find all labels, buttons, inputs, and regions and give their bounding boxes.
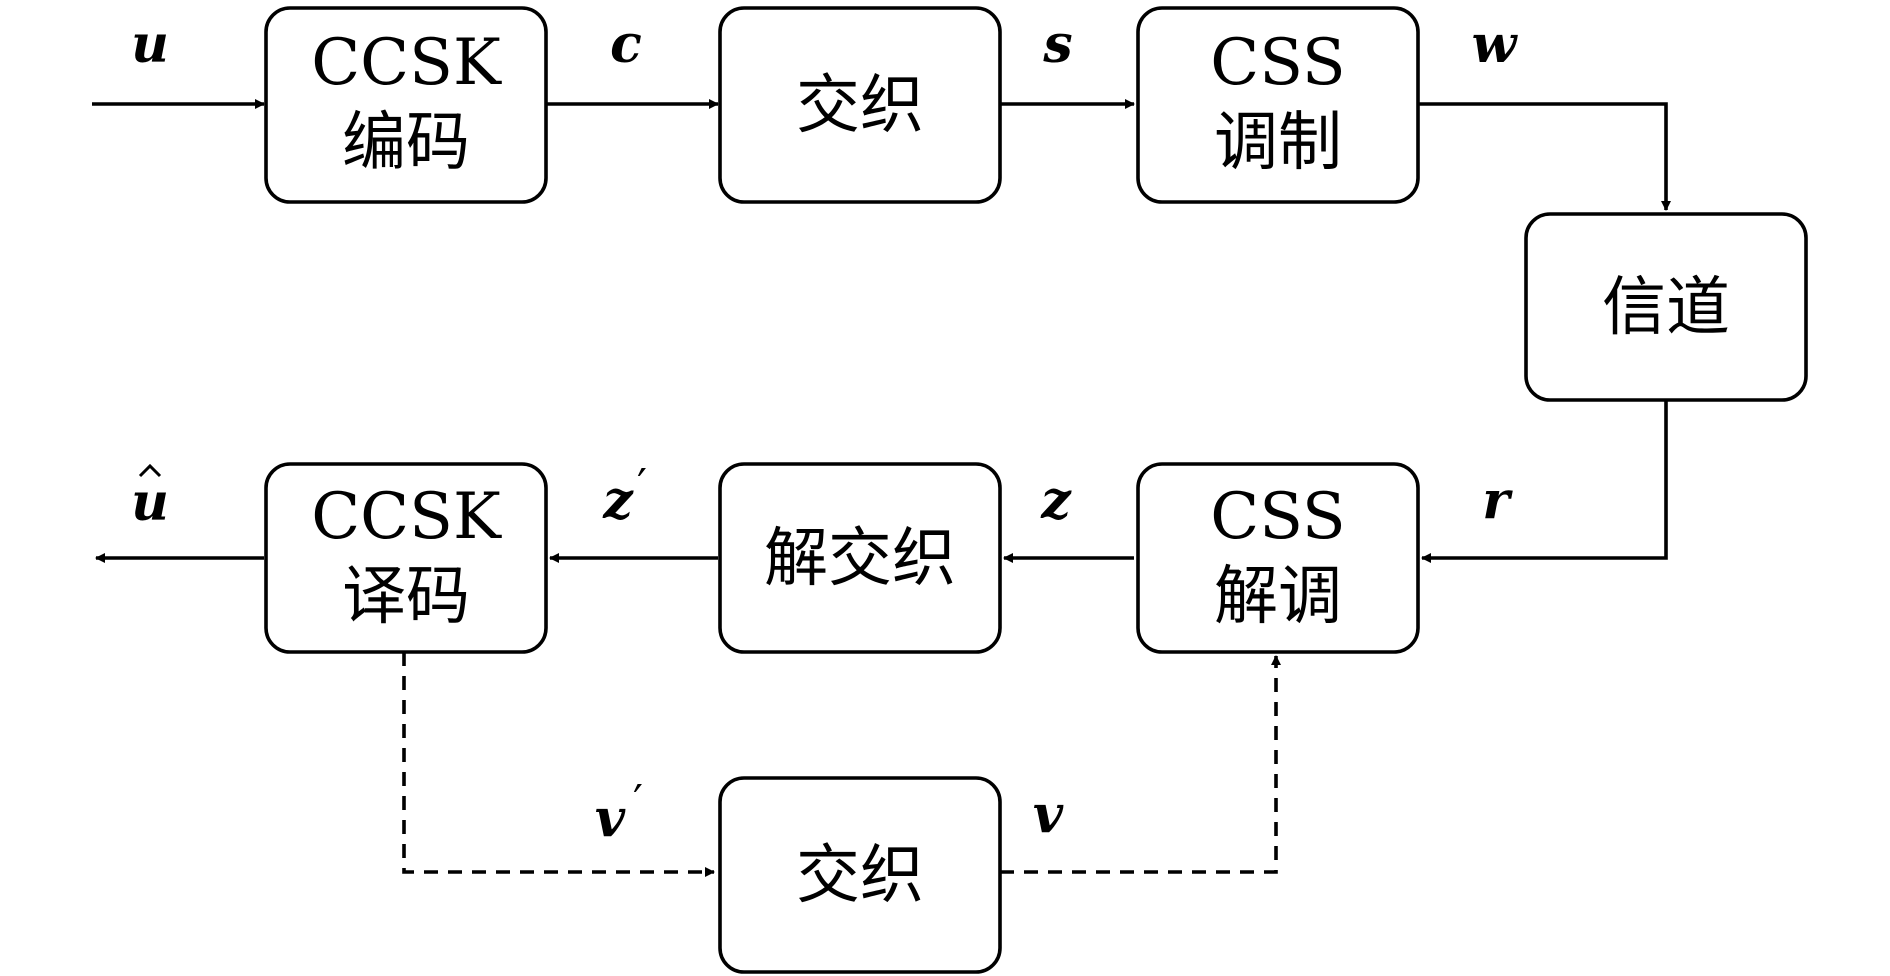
wire-v — [1000, 655, 1281, 874]
css-modulator-line1: CSS — [1210, 26, 1346, 100]
css-modulator-line2: 调制 — [1214, 106, 1342, 180]
ccsk-decoder-line2: 译码 — [342, 560, 470, 634]
prime-mark-v: ′ — [633, 776, 643, 827]
interleaver-bottom-label: 交织 — [796, 839, 924, 913]
ccsk-decoder-block: CCSK 译码 — [264, 462, 548, 654]
signal-label-v: v — [1033, 784, 1064, 845]
ccsk-decoder-line1: CCSK — [311, 480, 502, 554]
signal-label-z-prime: z — [602, 470, 634, 531]
wire-v-prime — [402, 652, 715, 877]
wire-w — [1418, 102, 1671, 211]
deinterleaver-block: 解交织 — [718, 462, 1002, 654]
deinterleaver-label: 解交织 — [764, 522, 956, 596]
signal-label-u: u — [131, 14, 169, 75]
signal-label-s: s — [1042, 14, 1072, 75]
signal-label-u-hat: u — [131, 472, 169, 533]
css-modulator-block: CSS 调制 — [1136, 6, 1420, 204]
interleaver-top-block: 交织 — [718, 6, 1002, 204]
signal-label-w: w — [1472, 14, 1519, 75]
wire-r — [1421, 400, 1668, 563]
css-demodulator-block: CSS 解调 — [1136, 462, 1420, 654]
ccsk-encoder-line2: 编码 — [342, 106, 470, 180]
interleaver-bottom-block: 交织 — [718, 776, 1002, 974]
css-demodulator-line1: CSS — [1210, 480, 1346, 554]
ccsk-encoder-block: CCSK 编码 — [264, 6, 548, 204]
css-demodulator-line2: 解调 — [1214, 560, 1342, 634]
signal-label-r: r — [1482, 470, 1513, 531]
prime-mark-z: ′ — [637, 460, 647, 511]
hat-mark-u — [138, 463, 162, 478]
signal-label-c: c — [610, 14, 642, 75]
channel-block: 信道 — [1524, 212, 1808, 402]
channel-label: 信道 — [1602, 271, 1730, 345]
signal-label-z: z — [1040, 470, 1072, 531]
signal-label-v-prime: v — [595, 788, 626, 849]
interleaver-top-label: 交织 — [796, 69, 924, 143]
ccsk-encoder-line1: CCSK — [311, 26, 502, 100]
